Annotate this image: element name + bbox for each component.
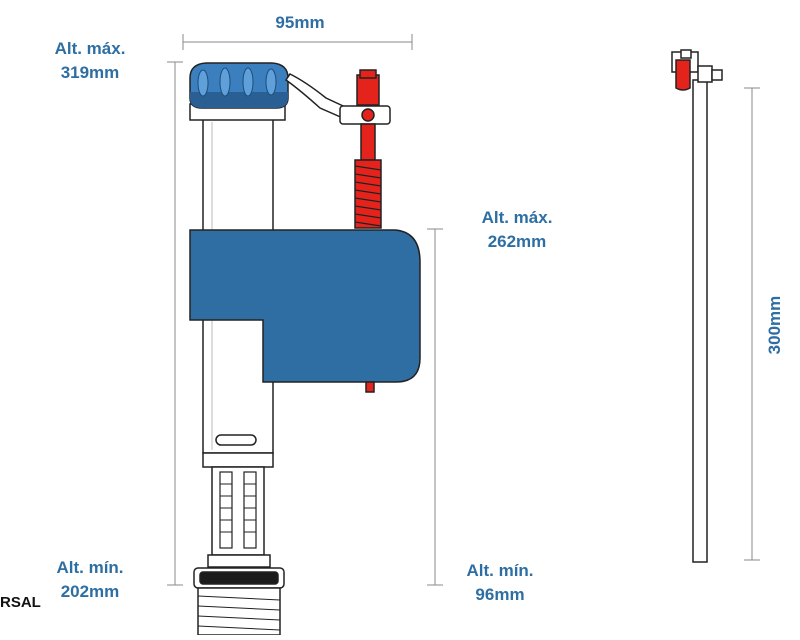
rib-marks xyxy=(220,483,256,533)
rod-top-cap xyxy=(359,69,377,79)
min-height-right-line1: Alt. mín. xyxy=(466,561,534,580)
telescopic-collar xyxy=(202,452,274,468)
side-clip-top xyxy=(680,49,692,59)
dimension-lines xyxy=(167,34,760,586)
valve-assembly xyxy=(189,62,421,636)
max-height-left-line1: Alt. máx. xyxy=(54,39,126,58)
rod-tip xyxy=(365,381,375,393)
inlet-slot xyxy=(215,434,257,446)
max-height-right-line1: Alt. máx. xyxy=(481,208,553,227)
min-height-left-line1: Alt. mín. xyxy=(56,558,124,577)
rod-length-label: 300mm xyxy=(765,295,784,355)
rod-thread xyxy=(354,159,382,229)
min-height-left-line2: 202mm xyxy=(60,582,120,601)
brand-fragment: RSAL xyxy=(0,594,41,611)
side-clip-red xyxy=(675,59,691,91)
side-clip-arm xyxy=(697,65,713,83)
side-rod-assembly xyxy=(671,49,723,563)
base-thread-lines xyxy=(197,595,281,631)
max-height-right-line2: 262mm xyxy=(487,232,547,251)
rod-top-knob xyxy=(356,74,380,106)
cap-shadow xyxy=(190,92,288,108)
float-body xyxy=(189,229,421,383)
min-height-right-line2: 96mm xyxy=(475,585,525,604)
side-clip-tab xyxy=(711,69,723,81)
telescopic-ribs xyxy=(219,471,257,549)
cap-grips xyxy=(197,67,277,97)
width-label: 95mm xyxy=(275,13,325,32)
max-height-left-line2: 319mm xyxy=(60,63,120,82)
rod-shaft xyxy=(360,123,376,161)
lever-pivot xyxy=(361,108,375,122)
base-gasket xyxy=(199,571,279,585)
lower-collar xyxy=(207,554,271,568)
side-rod xyxy=(692,79,708,563)
